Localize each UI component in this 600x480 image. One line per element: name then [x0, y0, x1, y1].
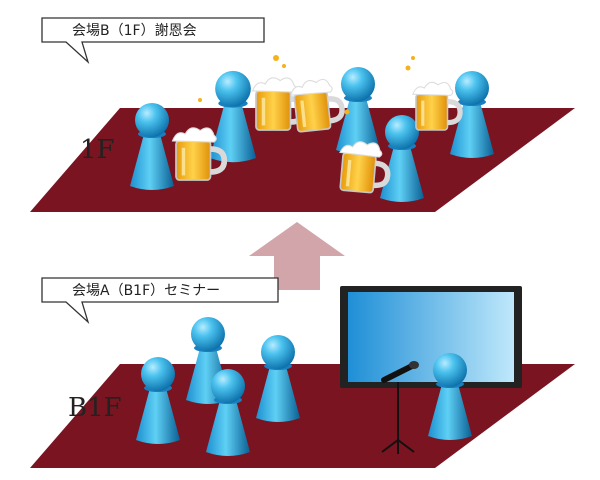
callout-b1f-text: 会場A（B1F）セミナー: [72, 283, 220, 299]
floor-1f-label: 1F: [80, 135, 115, 165]
up-arrow-icon: [249, 222, 345, 290]
floor-b1f: B1F 会場A（B1F）セミナー: [30, 277, 575, 468]
speech-callout-icon: [41, 277, 279, 325]
callout-b1f: 会場A（B1F）セミナー: [41, 277, 279, 325]
callout-1f-text: 会場B（1F）謝恩会: [72, 23, 197, 39]
microphone-icon: [381, 361, 419, 454]
celebration-sparkles: [198, 55, 415, 115]
speech-callout-icon: [41, 17, 265, 65]
floor-b1f-label: B1F: [68, 393, 122, 423]
display-screen-icon: [340, 286, 522, 388]
callout-1f: 会場B（1F）謝恩会: [41, 17, 265, 65]
floor-1f: 1F 会場B（1F）謝恩会: [30, 17, 575, 212]
beer-mug-icon: [413, 82, 460, 130]
